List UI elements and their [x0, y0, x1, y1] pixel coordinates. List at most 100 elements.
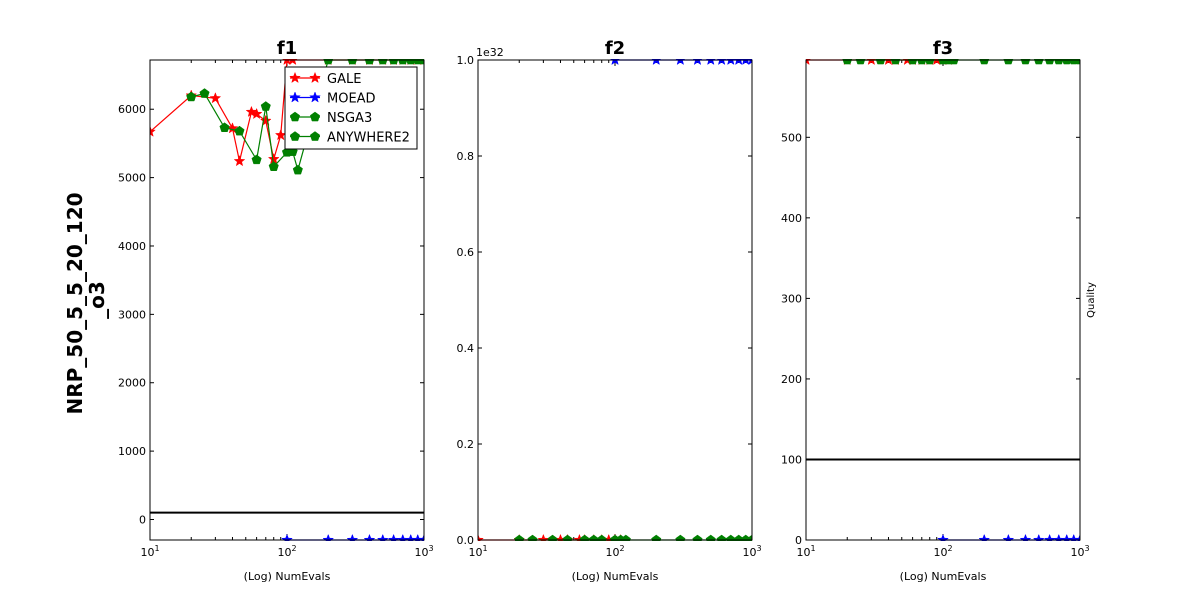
data-point — [245, 105, 258, 117]
data-point — [478, 533, 484, 541]
axes-frame — [805, 59, 1081, 541]
data-point — [260, 101, 271, 111]
y-tick-label: 0 — [795, 534, 802, 547]
legend-marker — [309, 111, 321, 122]
legend-entry: NSGA3 — [289, 111, 372, 126]
series-moead — [937, 533, 1080, 541]
panel-title: f2 — [605, 38, 625, 59]
legend-marker — [309, 71, 321, 84]
data-point — [233, 154, 246, 167]
data-point — [322, 533, 335, 541]
y-tick-label: 4000 — [118, 240, 146, 253]
y-tick-label: 400 — [781, 212, 802, 225]
figure-ylabel-line-2: _o3 — [85, 281, 109, 319]
x-tick-label: 101 — [796, 544, 815, 559]
quality-label: Quality — [1086, 282, 1097, 318]
series-moead — [281, 533, 424, 541]
legend-marker — [289, 71, 301, 84]
x-axis-label: (Log) NumEvals — [572, 570, 659, 583]
legend-entry: MOEAD — [289, 91, 376, 107]
data-point — [186, 91, 197, 102]
y-tick-label: 1.0 — [457, 54, 475, 67]
series-moead — [610, 59, 752, 66]
legend-entry: GALE — [289, 71, 361, 87]
y-tick-label: 300 — [781, 292, 802, 305]
data-point — [418, 533, 424, 541]
legend-label: ANYWHERE2 — [327, 131, 410, 146]
data-point — [150, 125, 156, 137]
x-tick-label: 103 — [1070, 544, 1089, 559]
x-tick-label: 102 — [605, 544, 624, 559]
y-tick-label: 2000 — [118, 377, 146, 390]
legend-box — [284, 66, 418, 150]
x-tick-label: 102 — [277, 544, 296, 559]
data-point — [346, 533, 359, 541]
data-point — [1002, 533, 1015, 541]
data-point — [199, 88, 210, 98]
data-point — [1074, 533, 1080, 541]
figure-ylabel-line-1: NRP_50_5_5_20_120 — [63, 192, 87, 414]
x-tick-label: 103 — [414, 544, 433, 559]
data-point — [1043, 533, 1056, 541]
data-point — [396, 533, 409, 541]
y-tick-label: 1000 — [118, 445, 146, 458]
legend-marker — [289, 131, 301, 141]
y-tick-label: 0.4 — [457, 342, 475, 355]
legend-marker — [289, 111, 301, 122]
plot-area — [806, 59, 1080, 541]
legend-marker — [309, 91, 321, 103]
x-tick-label: 101 — [468, 544, 487, 559]
data-point — [978, 533, 991, 541]
panel-title: f1 — [277, 38, 297, 59]
panel-f3: f3 0 100 200 300 400 500 101 102 103 (Log) NumEval… — [781, 38, 1090, 583]
data-point — [937, 533, 949, 541]
x-tick-label: 102 — [933, 544, 952, 559]
legend-label: NSGA3 — [327, 111, 372, 126]
y-tick-label: 3000 — [118, 308, 146, 321]
data-point — [1032, 533, 1045, 541]
data-point — [268, 161, 279, 171]
data-point — [209, 92, 222, 104]
data-point — [274, 128, 287, 141]
data-point — [281, 533, 293, 541]
panel-title: f3 — [933, 38, 953, 59]
legend-label: MOEAD — [327, 92, 376, 107]
y-tick-label: 0 — [139, 513, 146, 526]
data-point — [259, 114, 272, 126]
figure-ylabel: NRP_50_5_5_20_120 _o3 — [63, 185, 109, 414]
y-tick-label: 0.8 — [457, 150, 475, 163]
y-tick-label: 0.2 — [457, 438, 475, 451]
y-tick-label: 100 — [781, 453, 802, 466]
data-point — [387, 533, 400, 541]
x-axis-label: (Log) NumEvals — [244, 570, 331, 583]
data-point — [376, 533, 389, 541]
x-axis-label: (Log) NumEvals — [900, 570, 987, 583]
x-tick-label: 103 — [742, 544, 761, 559]
y-tick-label: 0.6 — [457, 246, 475, 259]
legend-marker — [309, 131, 321, 141]
axes-frame — [477, 59, 753, 541]
y-tick-label: 200 — [781, 373, 802, 386]
data-point — [219, 122, 230, 132]
axes-frame — [149, 59, 425, 541]
data-point — [292, 164, 303, 175]
y-tick-label: 6000 — [118, 103, 146, 116]
legend-marker — [289, 91, 301, 103]
legend-label: GALE — [327, 72, 361, 87]
data-point — [234, 125, 245, 136]
y-tick-label: 500 — [781, 131, 802, 144]
data-point — [1019, 533, 1032, 541]
data-point — [251, 154, 262, 165]
plot-area — [478, 59, 752, 541]
data-point — [363, 533, 376, 541]
data-point — [1052, 533, 1065, 541]
data-point — [250, 107, 263, 120]
x-tick-label: 101 — [140, 544, 159, 559]
data-point — [537, 533, 550, 541]
y-tick-label: 0.0 — [457, 534, 475, 547]
y-multiplier: 1e32 — [476, 46, 504, 59]
